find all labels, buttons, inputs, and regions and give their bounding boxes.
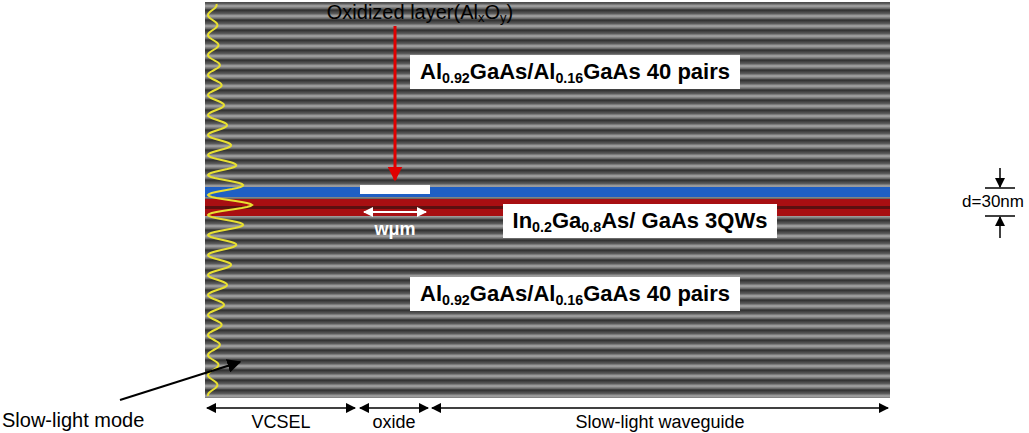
slow-light-mode-curve	[208, 4, 252, 396]
dbr-stack	[205, 2, 890, 398]
region-arrow	[360, 407, 428, 409]
mode-pointer	[120, 362, 240, 400]
thickness-label: d=30nm	[962, 193, 1024, 212]
aperture-layer	[205, 187, 890, 197]
thickness-tick	[985, 187, 1015, 189]
layer-label: Al0.92GaAs/Al0.16GaAs 40 pairs	[420, 281, 730, 306]
region-label: Slow-light waveguide	[575, 413, 744, 433]
oxide-pointer	[394, 26, 397, 180]
layer-label-box: Al0.92GaAs/Al0.16GaAs 40 pairs	[410, 277, 740, 311]
region-label: oxide	[372, 413, 415, 433]
layer-label-box: Al0.92GaAs/Al0.16GaAs 40 pairs	[410, 55, 740, 89]
layer-label: In0.2Ga0.8As/ GaAs 3QWs	[513, 208, 768, 233]
thickness-tick	[985, 215, 1015, 217]
region-label: VCSEL	[251, 413, 310, 433]
thickness-arrow	[999, 217, 1001, 238]
layer-label-box: In0.2Ga0.8As/ GaAs 3QWs	[503, 204, 778, 238]
oxide-layer	[360, 185, 430, 194]
region-arrow	[432, 407, 888, 409]
thickness-arrow	[999, 168, 1001, 187]
layer-label: Al0.92GaAs/Al0.16GaAs 40 pairs	[420, 59, 730, 84]
width-arrow	[364, 211, 426, 213]
mode-label: Slow-light mode	[2, 409, 144, 431]
width-label: wμm	[374, 220, 415, 240]
oxide-label: Oxidized layer(AlxOy)	[327, 1, 513, 23]
region-arrow	[207, 407, 355, 409]
